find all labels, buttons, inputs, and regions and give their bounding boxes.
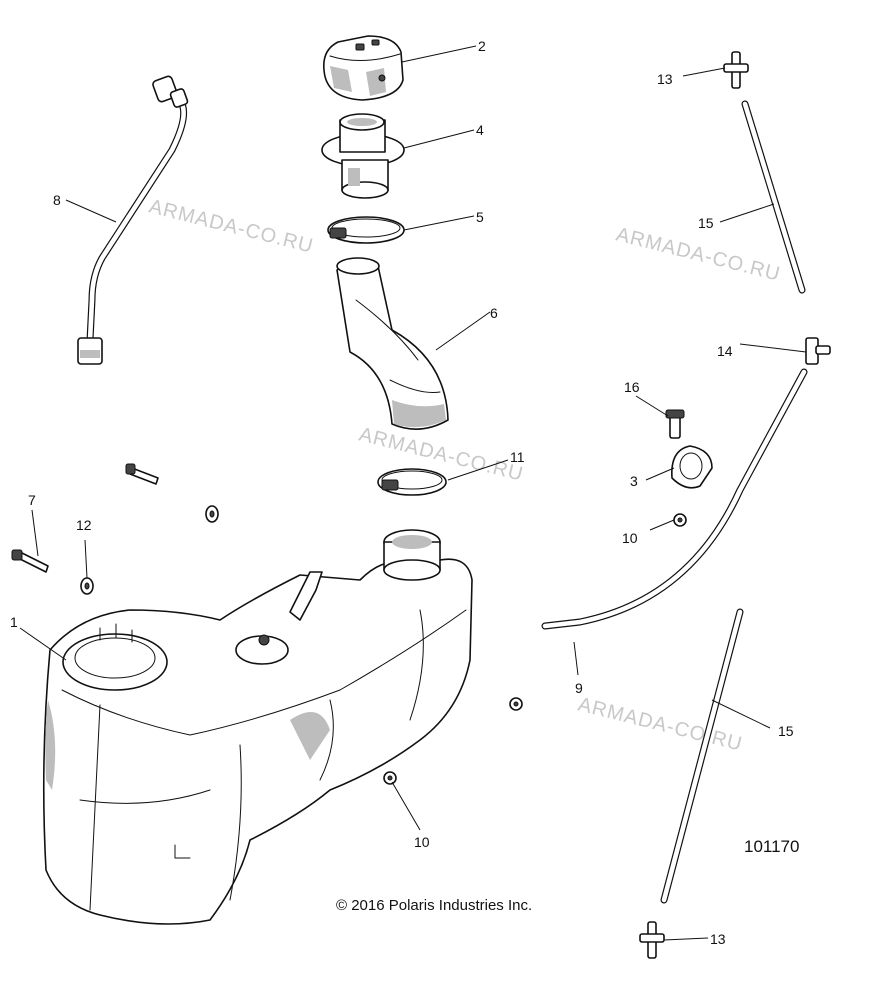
callout-12: 12 [76, 517, 92, 533]
part-bolt-tank-top[interactable] [125, 463, 159, 485]
copyright: © 2016 Polaris Industries Inc. [336, 897, 532, 914]
callout-2: 2 [478, 38, 486, 54]
callout-1: 1 [10, 614, 18, 630]
part-fuel-cap[interactable] [322, 35, 404, 101]
callout-4: 4 [476, 122, 484, 138]
callout-13-lower: 13 [710, 931, 726, 947]
part-fuel-tank[interactable] [42, 529, 473, 925]
callout-6: 6 [490, 305, 498, 321]
callout-7: 7 [28, 492, 36, 508]
callout-14: 14 [717, 343, 733, 359]
part-filler-neck[interactable] [321, 113, 405, 199]
callout-10-lower: 10 [414, 834, 430, 850]
callout-5: 5 [476, 209, 484, 225]
callouts: 2 4 5 6 8 11 7 12 1 9 10 10 3 16 14 13 1… [10, 38, 794, 947]
part-filler-hose[interactable] [336, 257, 449, 430]
callout-13-upper: 13 [657, 71, 673, 87]
part-nut-10-center[interactable] [509, 697, 523, 711]
part-vent-line[interactable] [77, 75, 189, 365]
part-hose-15-lower[interactable] [660, 608, 744, 904]
callout-15-upper: 15 [698, 215, 714, 231]
part-tee-fitting[interactable] [805, 337, 831, 365]
callout-15-lower: 15 [778, 723, 794, 739]
part-hose-9[interactable] [541, 368, 808, 630]
part-clip[interactable] [671, 445, 713, 489]
part-hose-clamp-lower[interactable] [377, 468, 447, 496]
leader-lines [19, 45, 807, 941]
callout-16: 16 [624, 379, 640, 395]
part-washer-12[interactable] [80, 577, 94, 595]
part-screw[interactable] [665, 409, 685, 439]
callout-8: 8 [53, 192, 61, 208]
callout-11: 11 [510, 449, 525, 465]
watermark-1: ARMADA-CO.RU [147, 196, 316, 258]
watermark-2: ARMADA-CO.RU [614, 224, 783, 286]
part-fitting-13-lower[interactable] [639, 921, 665, 959]
part-bolt-left[interactable] [11, 549, 49, 573]
callout-9: 9 [575, 680, 583, 696]
part-nut-10-lower[interactable] [383, 771, 397, 785]
part-hose-clamp-upper[interactable] [327, 216, 405, 244]
callout-10-upper: 10 [622, 530, 638, 546]
callout-3: 3 [630, 473, 638, 489]
figure-number: 101170 [744, 837, 799, 856]
part-washer-tank[interactable] [205, 505, 219, 523]
part-nut-10-upper[interactable] [673, 513, 687, 527]
part-hose-15-upper[interactable] [741, 100, 806, 294]
part-fitting-13-upper[interactable] [723, 51, 749, 89]
